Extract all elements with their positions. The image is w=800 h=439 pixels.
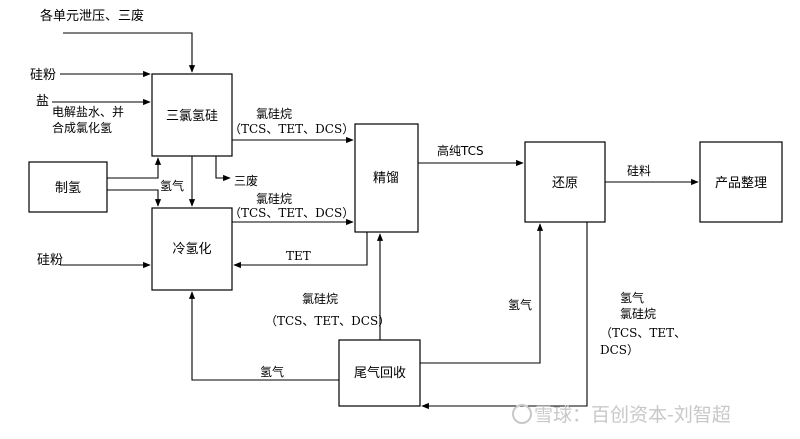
arrow-tail-to-reduction — [420, 223, 544, 364]
three-wastes-label: 三废 — [234, 173, 258, 188]
tail-hydrogen-right-label: 氢气 — [620, 290, 644, 305]
silicon-powder-bottom-label: 硅粉 — [37, 253, 63, 268]
watermark: 雪球：百创资本-刘智超 — [512, 404, 731, 426]
hydrogen-to-reduction-label: 氢气 — [508, 297, 532, 312]
tail-hydrogen-label: 氢气 — [260, 364, 284, 379]
chlorosilane-3-label: 氯硅烷 — [302, 292, 338, 306]
chlorosilane-2-detail: （TCS、TET、DCS） — [229, 206, 354, 220]
arrow-h2-to-tcs — [107, 157, 162, 179]
arrow-reduction-to-tail — [421, 222, 588, 410]
high-purity-tcs-label: 高纯TCS — [437, 143, 484, 158]
silicon-powder-top-label: 硅粉 — [30, 68, 56, 83]
cold-hydrogenation-label: 冷氢化 — [172, 242, 211, 257]
electrolysis-line2: 合成氯化氢 — [52, 120, 112, 135]
hydrogen-production-label: 制氢 — [55, 181, 81, 196]
rectification-label: 精馏 — [373, 171, 399, 186]
arrow-h2-to-cold — [107, 189, 162, 207]
chlorosilane-2-label: 氯硅烷 — [256, 192, 292, 206]
reduction-box — [524, 141, 606, 223]
trichlorosilane-label: 三氯氢硅 — [166, 109, 218, 124]
tail-gas-recovery-box — [338, 339, 421, 407]
hydrogen-from-plant-label: 氢气 — [160, 178, 184, 193]
chlorosilane-1-detail: （TCS、TET、DCS） — [229, 122, 354, 136]
trichlorosilane-box — [151, 73, 233, 157]
tail-detail-line1: （TCS、TET、 — [600, 326, 686, 340]
rectification-box — [354, 123, 419, 233]
tail-chlorosilane-label: 氯硅烷 — [620, 307, 656, 321]
silicon-material-label: 硅料 — [627, 164, 651, 178]
unit-release-label: 各单元泄压、三废 — [40, 8, 144, 24]
tail-detail-line2: DCS） — [600, 343, 639, 357]
tail-gas-recovery-label: 尾气回收 — [354, 365, 406, 381]
electrolysis-line1: 电解盐水、并 — [52, 105, 124, 119]
watermark-text: 雪球：百创资本-刘智超 — [534, 404, 731, 426]
hydrogen-production-box — [28, 161, 108, 213]
arrow-three-wastes — [215, 156, 231, 182]
arrow-tail-to-cold — [188, 291, 339, 381]
tet-return-label: TET — [286, 249, 311, 263]
arrow-unit-release — [63, 32, 196, 73]
product-finishing-box — [699, 141, 783, 223]
salt-label: 盐 — [36, 94, 49, 109]
cold-hydrogenation-box — [151, 207, 233, 291]
chlorosilane-1-label: 氯硅烷 — [256, 107, 292, 121]
chlorosilane-3-detail: （TCS、TET、DCS） — [265, 314, 390, 328]
product-finishing-label: 产品整理 — [715, 176, 767, 191]
snowball-logo-icon — [512, 404, 532, 424]
arrow-tet-return — [233, 232, 368, 269]
reduction-label: 还原 — [552, 176, 578, 191]
